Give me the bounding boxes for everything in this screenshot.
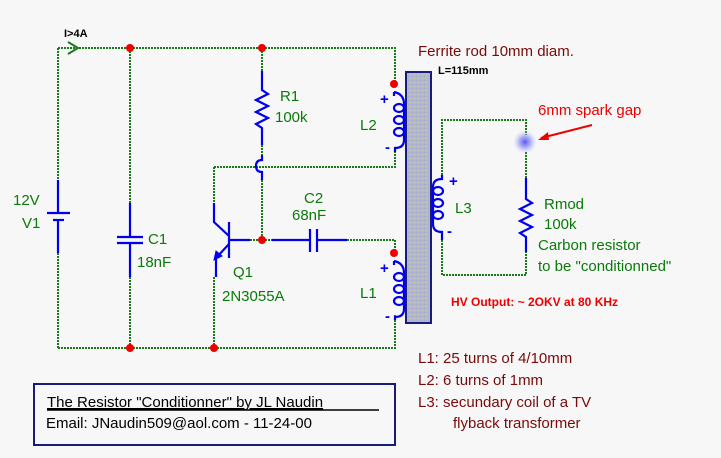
l1-minus-label: - xyxy=(385,308,390,325)
r1-name-label: R1 xyxy=(280,88,299,105)
transistor-q1 xyxy=(212,203,250,277)
rmod-zigzag xyxy=(517,178,535,252)
l3-minus-label: - xyxy=(447,223,452,240)
l1-lead-bottom xyxy=(393,273,406,320)
junction-dot xyxy=(390,249,398,257)
l2-lead-top xyxy=(392,90,406,105)
l2-plus-label: + xyxy=(380,91,389,108)
l3-lead-top xyxy=(431,175,444,188)
l1-loop-1 xyxy=(392,271,406,283)
wires xyxy=(57,47,527,349)
junction-dot xyxy=(126,344,134,352)
l2-minus-label: - xyxy=(385,139,390,156)
coil-notes: L1: 25 turns of 4/10mm L2: 6 turns of 1m… xyxy=(418,350,591,432)
l3-plus-label: + xyxy=(449,173,458,190)
title-text: The Resistor "Conditionner" by JL Naudin xyxy=(47,394,323,411)
c2-value-label: 68nF xyxy=(292,207,326,224)
l1-lead-top xyxy=(392,259,406,274)
note-l3: L3: secundary coil of a TV xyxy=(418,394,591,411)
l3-lead-bottom xyxy=(431,187,444,240)
wire-l3-bottom xyxy=(441,240,527,276)
battery-name-label: V1 xyxy=(22,215,40,232)
battery-v1 xyxy=(47,180,70,253)
l3-loop-3 xyxy=(431,209,445,221)
l2-loop-1 xyxy=(392,102,406,114)
l1-name-label: L1 xyxy=(360,285,377,302)
l3-loop-2 xyxy=(431,197,445,209)
c1-name-label: C1 xyxy=(148,231,167,248)
junction-dot xyxy=(210,344,218,352)
ferrite-length-label: L=115mm xyxy=(438,65,489,77)
wire-l3-top xyxy=(441,119,527,175)
q1-emitter xyxy=(214,243,230,277)
spark-gap-arrow-line xyxy=(540,124,593,139)
capacitor-c2 xyxy=(272,229,347,252)
l2-loop-3 xyxy=(392,126,406,138)
q1-collector xyxy=(212,203,230,237)
resistor-r1 xyxy=(253,71,271,180)
spark-gap-label: 6mm spark gap xyxy=(538,102,641,119)
rmod-value-label: 100k xyxy=(544,216,577,233)
l3-loop-1 xyxy=(431,185,445,197)
l2-name-label: L2 xyxy=(360,117,377,134)
spark-gap-arrow-icon xyxy=(538,132,549,140)
l2-loop-2 xyxy=(392,114,406,126)
q1-part-label: 2N3055A xyxy=(222,288,285,305)
junction-dot xyxy=(390,80,398,88)
c1-value-label: 18nF xyxy=(137,254,171,271)
title-box xyxy=(33,383,396,446)
rmod-name-label: Rmod xyxy=(544,196,584,213)
q1-emitter-arrow-icon xyxy=(213,250,223,261)
inductor-l2 xyxy=(392,90,406,152)
l1-loop-2 xyxy=(392,283,406,295)
q1-name-label: Q1 xyxy=(233,264,253,281)
wire-bottom-rail xyxy=(58,315,396,349)
r1-zigzag xyxy=(253,71,271,145)
note-l2: L2: 6 turns of 1mm xyxy=(418,372,543,389)
note-l3-cont: flyback transformer xyxy=(453,415,581,432)
l2-lead-bottom xyxy=(393,104,406,152)
junction-dot xyxy=(258,44,266,52)
wire-top-rail xyxy=(58,47,396,84)
wire-collector-l2 xyxy=(214,152,396,168)
r1-value-label: 100k xyxy=(275,109,308,126)
inductor-l3 xyxy=(431,175,445,240)
rmod-desc-line2: to be "conditionned" xyxy=(538,258,671,275)
ferrite-rod xyxy=(405,71,432,324)
c2-name-label: C2 xyxy=(304,190,323,207)
wire-c2-l1 xyxy=(347,239,396,253)
spark-gap-glow xyxy=(513,130,537,154)
junction-dots xyxy=(126,44,398,352)
junction-dot xyxy=(258,236,266,244)
hv-output-label: HV Output: ~ 2OKV at 80 KHz xyxy=(451,295,618,309)
title-email: Email: JNaudin509@aol.com - 11-24-00 xyxy=(46,415,312,432)
l1-loop-3 xyxy=(392,295,406,307)
l1-plus-label: + xyxy=(380,260,389,277)
rmod-desc-line1: Carbon resistor xyxy=(538,237,641,254)
inductor-l1 xyxy=(392,259,406,320)
resistor-rmod xyxy=(517,178,535,252)
l3-name-label: L3 xyxy=(455,200,472,217)
current-label: I>4A xyxy=(64,28,88,40)
note-l1: L1: 25 turns of 4/10mm xyxy=(418,350,572,367)
capacitor-c1 xyxy=(117,203,143,277)
battery-voltage-label: 12V xyxy=(13,192,40,209)
current-arrow-icon xyxy=(67,41,80,55)
r1-wire-hop xyxy=(254,155,264,180)
junction-dot xyxy=(126,44,134,52)
ferrite-label: Ferrite rod 10mm diam. xyxy=(418,43,574,60)
